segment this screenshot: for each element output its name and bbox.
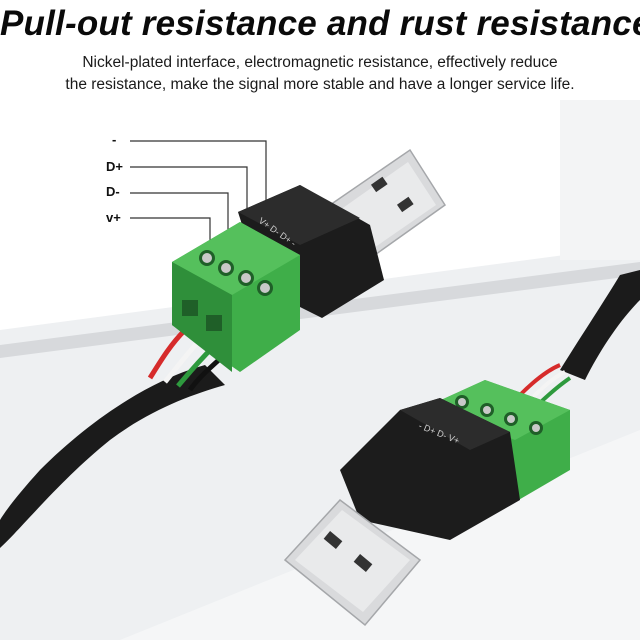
upper-green-terminal	[172, 222, 300, 372]
description-line-2: the resistance, make the signal more sta…	[65, 76, 575, 93]
description-line-1: Nickel-plated interface, electromagnetic…	[82, 54, 558, 71]
lower-black-housing: - D+ D- V+	[340, 398, 520, 540]
upper-cable	[0, 328, 232, 548]
pin-label-vplus: v+	[106, 210, 121, 225]
pin-label-dminus: D-	[106, 184, 120, 199]
pin-label-minus: -	[112, 132, 117, 147]
pin-label-dplus: D+	[106, 159, 123, 174]
lower-cable	[518, 270, 640, 414]
description: Nickel-plated interface, electromagnetic…	[20, 52, 620, 96]
headline: Pull-out resistance and rust resistance	[0, 4, 640, 43]
lower-usb-plug	[283, 498, 422, 627]
